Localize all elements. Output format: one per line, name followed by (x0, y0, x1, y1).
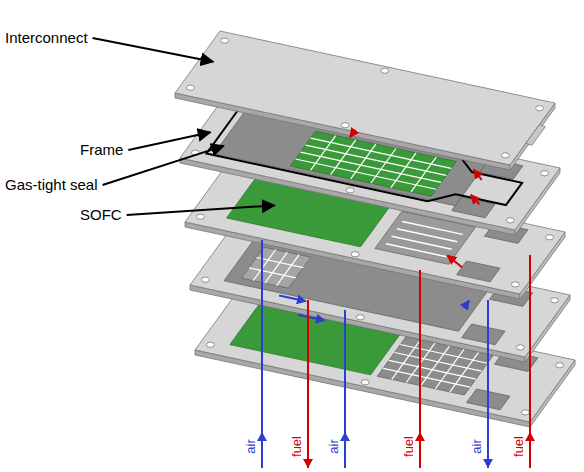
gas-arrowhead (525, 432, 535, 441)
flow-arrow (298, 315, 325, 321)
part-label: Frame (80, 141, 123, 159)
gas-label: air (325, 439, 340, 453)
bolt-hole (356, 315, 364, 320)
part-label: SOFC (80, 206, 122, 224)
flow-arrow (447, 255, 462, 267)
gas-arrowhead (483, 459, 493, 468)
part-label: Interconnect (5, 29, 88, 47)
bolt-hole (346, 188, 354, 193)
contact-grid (395, 352, 482, 371)
frame-window (241, 247, 311, 288)
gas-arrowhead (257, 432, 267, 441)
bolt-hole (381, 68, 389, 73)
bolt-hole (186, 85, 194, 90)
bolt-hole (546, 235, 554, 240)
gas-label: air (468, 439, 483, 453)
gas-label: fuel (289, 436, 304, 457)
plate-top (175, 31, 555, 165)
flow-arrow (350, 130, 355, 137)
gas-channel (402, 221, 462, 234)
contact-grid (256, 257, 303, 267)
bolt-hole (206, 342, 214, 347)
gas-label: fuel (401, 436, 416, 457)
contact-grid (277, 255, 300, 286)
gas-line (344, 310, 346, 468)
contact-grid (295, 159, 436, 189)
contact-grid (253, 250, 275, 281)
leader-arrow (128, 132, 210, 150)
gas-manifold (462, 324, 505, 345)
contact-grid (383, 368, 470, 387)
flow-arrow (279, 296, 306, 302)
flow-arrow (471, 195, 479, 205)
gas-line (487, 300, 489, 468)
bolt-hole (521, 410, 529, 415)
gas-line (307, 300, 309, 468)
bolt-hole (196, 214, 204, 219)
interconnect-tab (526, 125, 546, 146)
bolt-hole (221, 38, 229, 43)
bolt-hole (551, 298, 559, 303)
bolt-hole (516, 345, 524, 350)
leader-arrow (127, 205, 275, 215)
bolt-hole (201, 277, 209, 282)
gas-arrowhead (340, 432, 350, 441)
bolt-hole (541, 171, 549, 176)
bolt-hole (511, 282, 519, 287)
gas-label: air (242, 439, 257, 453)
contact-grid (265, 252, 288, 283)
gas-manifold (457, 261, 500, 282)
flow-arrow (464, 301, 469, 308)
contact-grid (389, 360, 476, 379)
contact-grid (249, 268, 296, 278)
bolt-hole (361, 380, 369, 385)
flow-arrow (474, 170, 482, 180)
bolt-hole (501, 153, 509, 158)
gas-arrowhead (415, 432, 425, 441)
bolt-hole (341, 123, 349, 128)
gas-arrowhead (303, 459, 313, 468)
part-label: Gas-tight seal (5, 176, 98, 194)
leader-arrow (93, 38, 214, 62)
bolt-hole (556, 363, 564, 368)
bolt-hole (506, 218, 514, 223)
bolt-hole (351, 252, 359, 257)
gas-label: fuel (511, 436, 526, 457)
bolt-hole (536, 106, 544, 111)
